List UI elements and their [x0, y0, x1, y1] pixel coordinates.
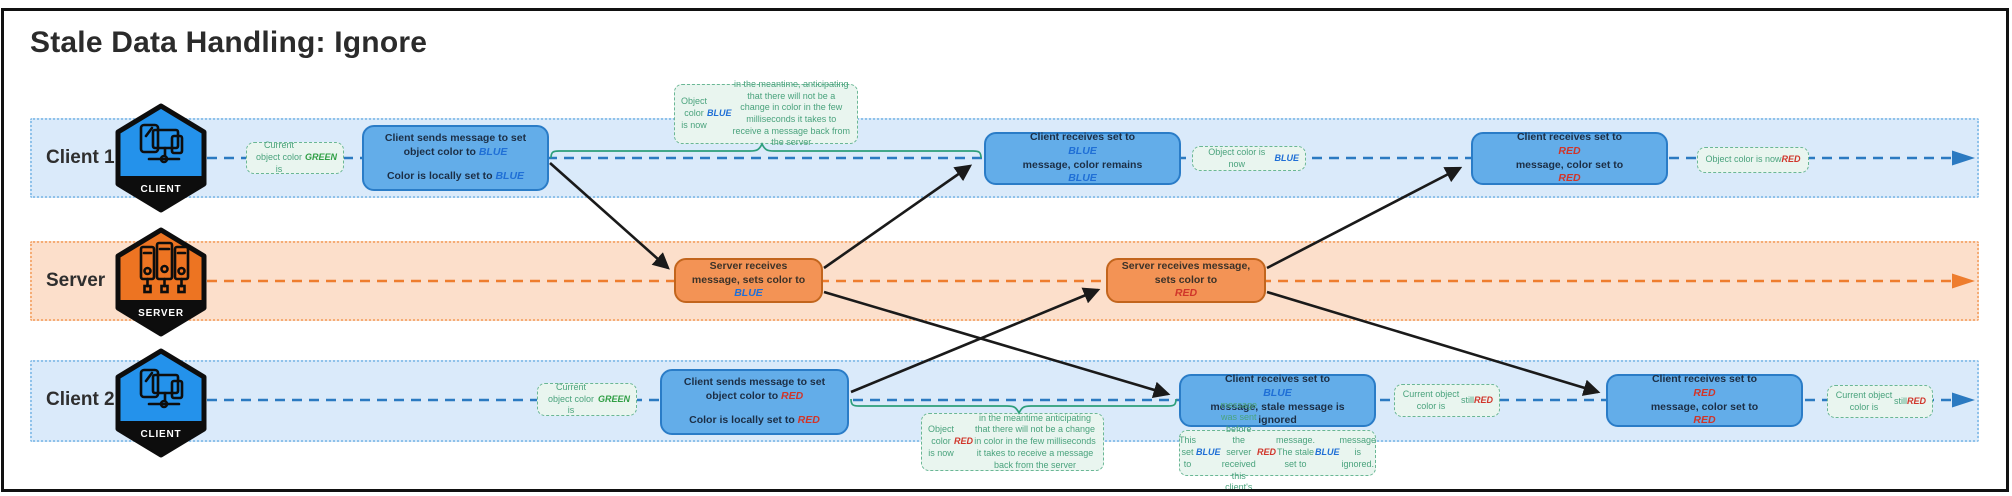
- client2-initial-color-note: Current object color is GREEN: [537, 382, 637, 416]
- page-title: Stale Data Handling: Ignore: [30, 26, 428, 59]
- client2-badge-label: CLIENT: [141, 429, 182, 440]
- lane-label-client1: Client 1: [46, 147, 115, 168]
- client1-now-blue-note: Object color is now BLUE: [1192, 146, 1306, 171]
- client1-receive-blue-box: Client receives set to BLUE message, col…: [984, 131, 1181, 185]
- client2-still-red-note-2: Current object color is still RED: [1827, 385, 1933, 418]
- client2-receive-red-box: Client receives set to RED message, colo…: [1606, 373, 1803, 427]
- client2-send-line1: Client sends message to set object color…: [683, 376, 826, 402]
- server-receive-blue-box: Server receives message, sets color to B…: [674, 258, 823, 303]
- client1-badge-icon: CLIENT: [115, 103, 207, 213]
- client1-send-box: Client sends message to set object color…: [362, 125, 549, 191]
- client1-send-line1: Client sends message to set object color…: [384, 132, 527, 158]
- server-badge-label: SERVER: [138, 308, 184, 319]
- client2-send-line2: Color is locally set to RED: [689, 414, 820, 427]
- client1-badge-label: CLIENT: [141, 184, 182, 195]
- client1-initial-color-note: Current object color is GREEN: [246, 140, 344, 174]
- lane-label-server: Server: [46, 270, 106, 291]
- client2-stale-explanation-note: This set to BLUE message was sent before…: [1178, 400, 1377, 496]
- client1-now-red-note: Object color is now RED: [1697, 147, 1809, 173]
- client2-meantime-note: Object color is now RED in the meantime …: [921, 413, 1104, 471]
- client2-receive-blue-stale-box: Client receives set to BLUE message, sta…: [1179, 373, 1376, 427]
- server-receive-red-box: Server receives message, sets color to R…: [1106, 258, 1266, 303]
- lane-label-client2: Client 2: [46, 389, 115, 410]
- client1-send-line2: Color is locally set to BLUE: [386, 170, 525, 183]
- client2-still-red-note-1: Current object color is still RED: [1394, 384, 1500, 417]
- client1-meantime-note: Object color is now BLUE in the meantime…: [674, 79, 858, 147]
- client1-receive-red-box: Client receives set to RED message, colo…: [1471, 131, 1668, 185]
- client2-badge-icon: CLIENT: [115, 348, 207, 458]
- server-badge-icon: SERVER: [115, 227, 207, 337]
- lane-server: [30, 241, 1979, 321]
- client2-send-box: Client sends message to set object color…: [660, 369, 849, 435]
